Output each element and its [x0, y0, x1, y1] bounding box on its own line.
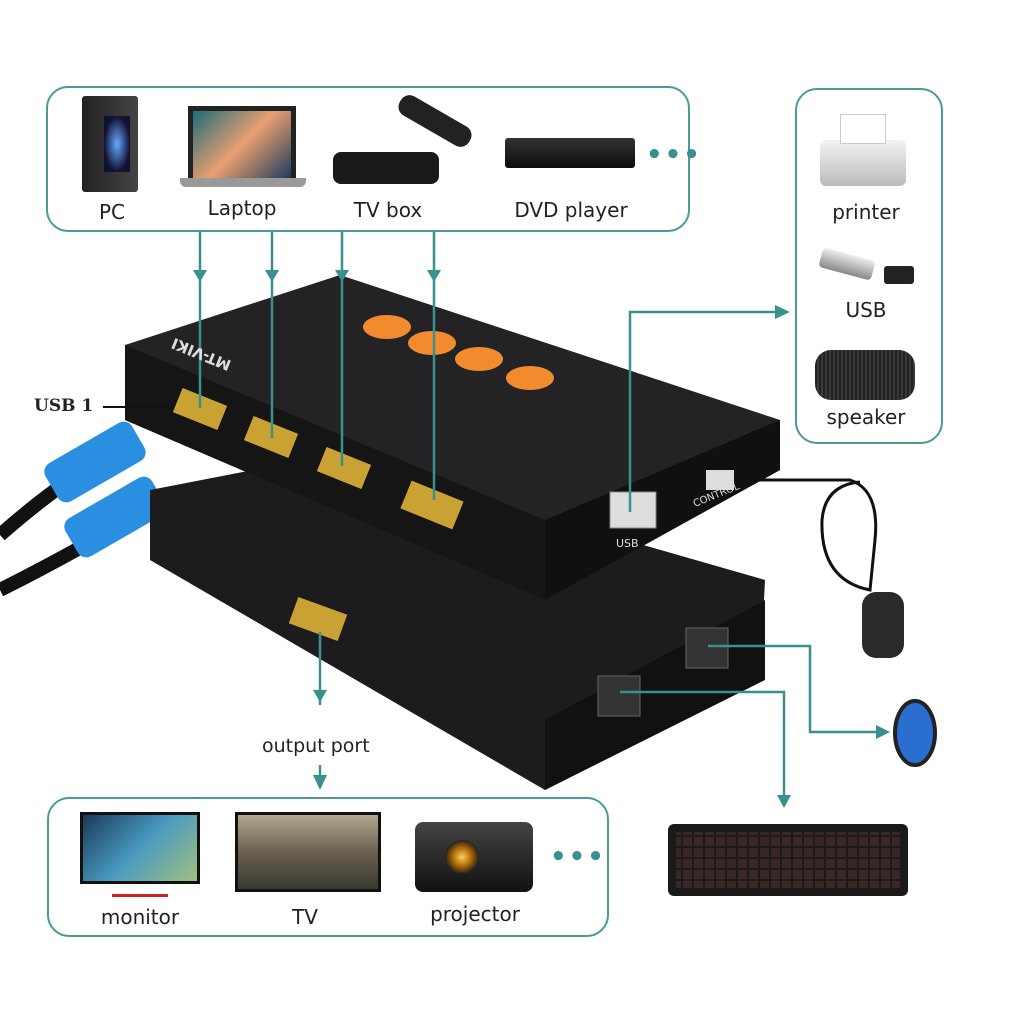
printer-icon — [820, 114, 906, 186]
control-port — [706, 470, 734, 490]
hdmi-plug-1 — [44, 421, 146, 503]
laptop-icon — [188, 106, 296, 178]
peripheral-label-usb: USB — [845, 298, 887, 322]
output-hdmi-port — [288, 596, 348, 642]
more-outputs-ellipsis: ••• — [550, 842, 606, 872]
speaker-icon — [815, 350, 915, 400]
arrow-heads — [193, 270, 890, 808]
peripheral-label-speaker: speaker — [826, 405, 906, 429]
output-port-label: output port — [262, 735, 370, 757]
dvd-player-icon — [505, 138, 635, 168]
remote-control-icon — [862, 592, 904, 658]
output-label-monitor: monitor — [100, 905, 180, 929]
hdmi-in-port-1 — [172, 387, 228, 431]
tv-box-icon — [333, 152, 439, 184]
monitor-stand — [112, 884, 168, 897]
input-label-pc: PC — [98, 200, 126, 224]
hdmi-plug-2 — [64, 476, 166, 558]
mouse-usb-port — [685, 627, 729, 669]
switch-button-1 — [363, 315, 411, 339]
switch-button-3 — [455, 347, 503, 371]
mouse-icon — [893, 699, 937, 767]
tv-icon — [235, 812, 381, 892]
output-label-projector: projector — [430, 902, 520, 926]
projector-icon — [415, 822, 533, 892]
control-cable — [736, 478, 878, 592]
hdmi-in-port-4 — [400, 480, 464, 530]
keyboard-usb-port — [597, 675, 641, 717]
hdmi-cable-2 — [0, 538, 89, 597]
usb1-callout-label: USB 1 — [34, 396, 94, 416]
peripheral-label-printer: printer — [832, 200, 900, 224]
pc-tower-icon — [82, 96, 138, 192]
switch-button-2 — [408, 331, 456, 355]
hdmi-in-port-3 — [316, 446, 372, 490]
usb-port — [609, 491, 657, 529]
switch-button-4 — [506, 366, 554, 390]
input-label-dvd-player: DVD player — [514, 198, 628, 222]
output-label-tv: TV — [292, 905, 318, 929]
usb-port-label: USB — [616, 537, 639, 550]
monitor-icon — [80, 812, 200, 884]
laptop-base — [180, 178, 306, 187]
more-inputs-ellipsis: ••• — [646, 140, 702, 170]
input-label-laptop: Laptop — [207, 196, 277, 220]
input-label-tv-box: TV box — [353, 198, 423, 222]
usb-cap-icon — [884, 266, 914, 284]
